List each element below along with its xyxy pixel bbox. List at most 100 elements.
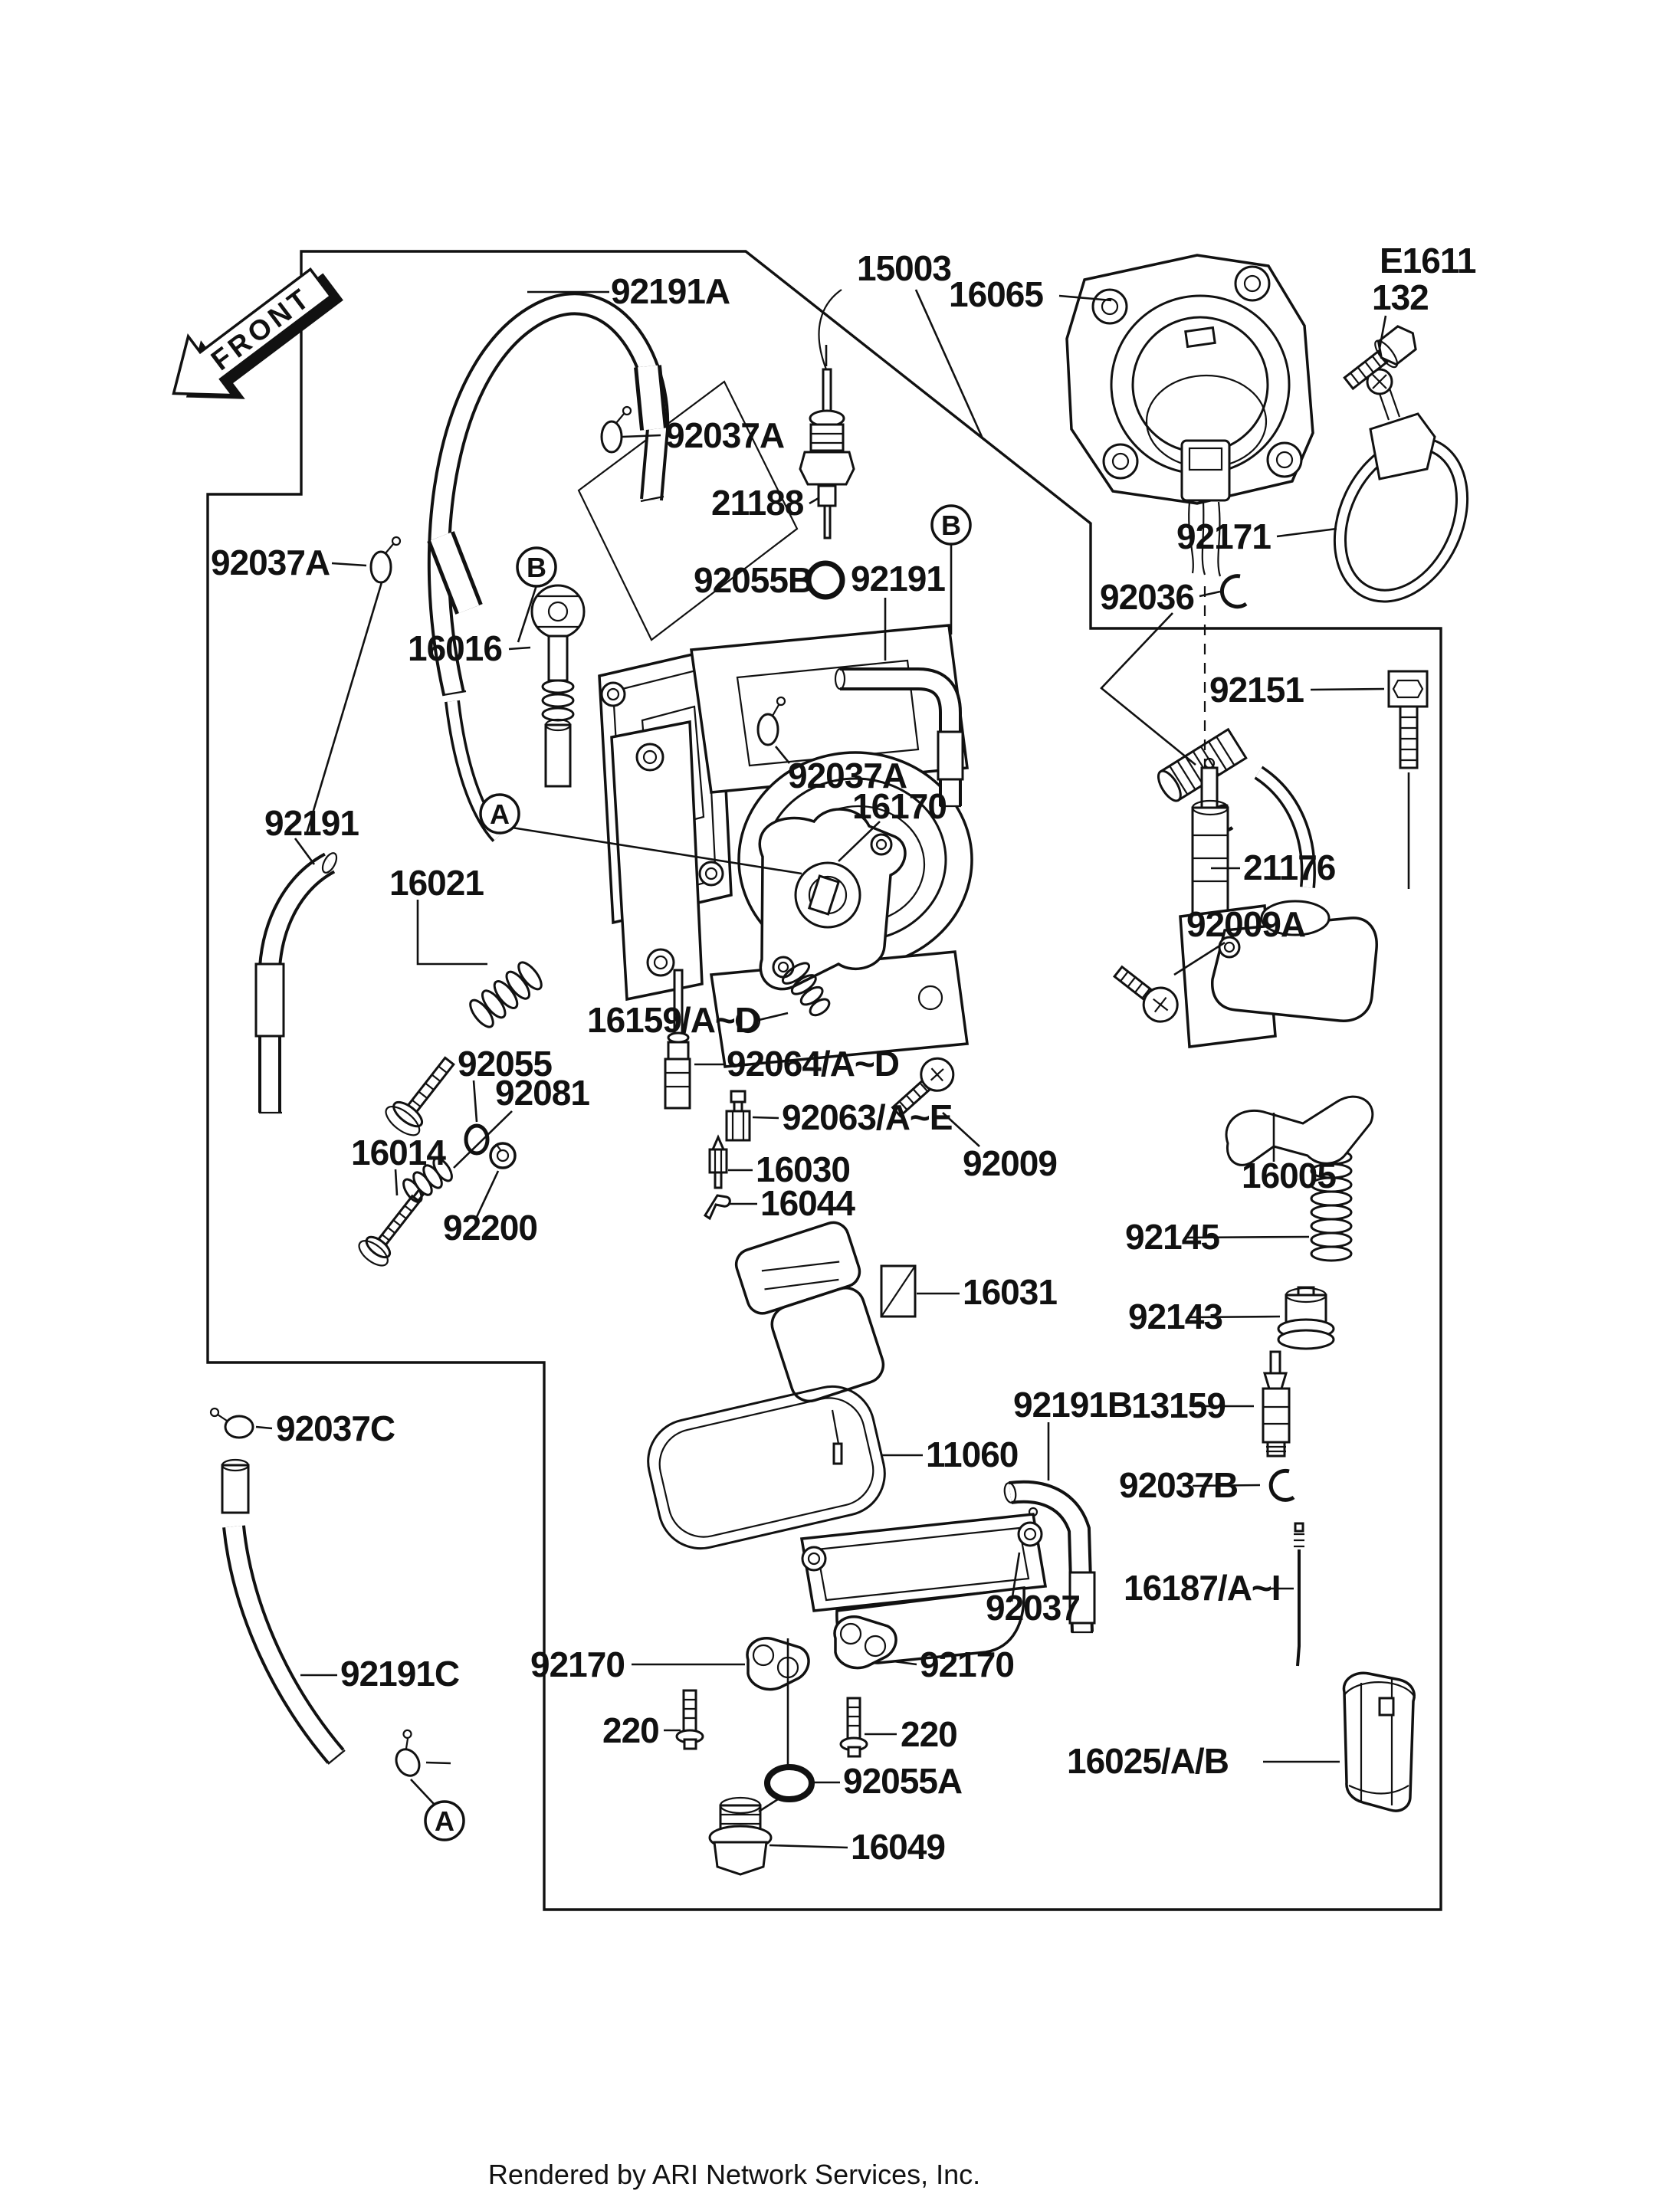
group-boundary [206, 250, 1442, 1911]
part-label-21188[interactable]: 21188 [711, 483, 805, 523]
part-label-92037A-3[interactable]: 92037A [788, 756, 907, 795]
clamp-92037a-1 [600, 405, 632, 454]
clamp-band-92171-drawing [1333, 368, 1469, 603]
screw-92009a-drawing [1112, 965, 1179, 1023]
callout-labels: 92191A1500316065E161113292037A2118892055… [211, 241, 1477, 1867]
part-label-16014[interactable]: 16014 [351, 1133, 447, 1172]
oring-92055b-drawing [806, 560, 845, 600]
view-ref-a-3: A [424, 1800, 465, 1841]
part-label-92191-m[interactable]: 92191 [851, 559, 946, 598]
view-ref-circle [930, 504, 972, 546]
bracket-92170-right-drawing [833, 1615, 897, 1670]
pump-body-drawing [1211, 766, 1378, 1022]
seat-92143-drawing [1277, 1286, 1335, 1350]
part-label-E1611[interactable]: E1611 [1380, 241, 1477, 280]
part-label-92145[interactable]: 92145 [1125, 1217, 1220, 1257]
part-label-92055A[interactable]: 92055A [843, 1761, 963, 1801]
view-ref-letter: A [490, 798, 510, 830]
flange-16065-drawing [1065, 254, 1314, 505]
part-label-16016[interactable]: 16016 [408, 628, 503, 668]
clamp-92037a-3 [756, 696, 786, 746]
part-label-13159[interactable]: 13159 [1131, 1385, 1226, 1425]
oring-92055a-drawing [764, 1764, 815, 1802]
part-label-16049[interactable]: 16049 [851, 1827, 946, 1867]
idle-adjuster-16016-drawing [530, 584, 586, 788]
slide-16025-drawing [1342, 1671, 1416, 1812]
bracket-92170-left-drawing [746, 1637, 810, 1691]
part-label-92055[interactable]: 92055 [458, 1044, 553, 1084]
bolt-92151-drawing [1387, 670, 1429, 769]
view-ref-b-0: B [516, 546, 557, 588]
gasket-16005-drawing [1225, 1095, 1374, 1166]
washer-92200-drawing [489, 1142, 517, 1169]
part-label-92191C[interactable]: 92191C [340, 1654, 460, 1694]
jet-92063-drawing [725, 1090, 751, 1142]
part-label-220-L[interactable]: 220 [602, 1710, 660, 1750]
parts-16021-drawing [385, 961, 543, 1136]
bolt-132-drawing [1343, 325, 1417, 391]
hose-92191b-drawing [1003, 1480, 1096, 1634]
part-label-92081[interactable]: 92081 [495, 1073, 590, 1113]
assy-21188-drawing [799, 289, 855, 539]
part-label-92063[interactable]: 92063/A~E [782, 1097, 953, 1137]
clip-92037b-drawing [1268, 1468, 1295, 1502]
part-label-16044[interactable]: 16044 [760, 1183, 856, 1223]
spring-92081-drawing [402, 1157, 453, 1203]
part-label-16025[interactable]: 16025/A/B [1067, 1741, 1229, 1781]
part-label-16170[interactable]: 16170 [852, 786, 947, 826]
valve-16030-drawing [708, 1134, 728, 1189]
part-label-92037A-1[interactable]: 92037A [665, 415, 785, 455]
clip-92036-drawing [1219, 574, 1248, 609]
part-label-92064[interactable]: 92064/A~D [727, 1044, 900, 1084]
part-label-92037C-1[interactable]: 92037C [276, 1408, 395, 1448]
part-label-16187[interactable]: 16187/A~I [1124, 1568, 1281, 1608]
part-label-92171[interactable]: 92171 [1176, 516, 1271, 556]
part-label-16021[interactable]: 16021 [389, 863, 484, 903]
bolt-220-right-drawing [839, 1697, 868, 1758]
part-label-16030[interactable]: 16030 [756, 1149, 851, 1189]
hose-92191-mid-drawing [834, 667, 964, 808]
screw-16014-drawing [358, 1188, 426, 1267]
front-arrow: FRONT [172, 267, 343, 399]
part-label-92191A[interactable]: 92191A [611, 271, 730, 311]
clamp-92037a-2 [369, 536, 402, 584]
part-label-92191-l[interactable]: 92191 [264, 803, 359, 843]
coil-16159-drawing [781, 962, 831, 1017]
bolt-220-left-drawing [675, 1689, 704, 1750]
part-label-92009[interactable]: 92009 [963, 1143, 1058, 1183]
part-label-16005[interactable]: 16005 [1242, 1156, 1337, 1195]
jet-92064-drawing [664, 969, 691, 1110]
part-label-92009A[interactable]: 92009A [1186, 904, 1306, 944]
plug-16049-drawing [708, 1796, 773, 1876]
part-label-132[interactable]: 132 [1372, 277, 1429, 317]
part-label-21176[interactable]: 21176 [1243, 848, 1336, 887]
tube-92191c-drawing [221, 1458, 346, 1765]
part-label-92037B[interactable]: 92037B [1119, 1465, 1239, 1505]
needle-16187-drawing [1294, 1522, 1304, 1667]
part-label-92037[interactable]: 92037 [986, 1588, 1081, 1628]
part-label-16159[interactable]: 16159/A~D [587, 1000, 760, 1040]
part-label-16031[interactable]: 16031 [963, 1272, 1058, 1312]
part-label-92037A-2[interactable]: 92037A [211, 543, 330, 582]
part-label-92055B[interactable]: 92055B [694, 560, 813, 600]
view-ref-circle [516, 546, 557, 588]
part-label-92036[interactable]: 92036 [1100, 577, 1195, 617]
part-label-11060[interactable]: 11060 [926, 1435, 1019, 1474]
part-label-220-R[interactable]: 220 [901, 1714, 958, 1754]
part-label-92143[interactable]: 92143 [1128, 1297, 1223, 1336]
view-reference-circles: B B A A [424, 504, 972, 1841]
part-label-16065[interactable]: 16065 [949, 274, 1044, 314]
hose-92191a-drawing [427, 292, 670, 842]
part-label-92170-L[interactable]: 92170 [530, 1644, 625, 1684]
leader-lines [255, 289, 1410, 1849]
part-label-92151[interactable]: 92151 [1209, 670, 1304, 710]
part-label-92200[interactable]: 92200 [443, 1208, 538, 1248]
part-label-15003[interactable]: 15003 [857, 248, 952, 288]
part-label-92191B[interactable]: 92191B [1013, 1385, 1133, 1425]
view-ref-letter: B [941, 510, 961, 541]
clip-16044-drawing [703, 1194, 731, 1221]
view-ref-letter: A [435, 1805, 454, 1837]
part-drawings [209, 254, 1469, 1876]
part-label-92170-R[interactable]: 92170 [920, 1644, 1015, 1684]
